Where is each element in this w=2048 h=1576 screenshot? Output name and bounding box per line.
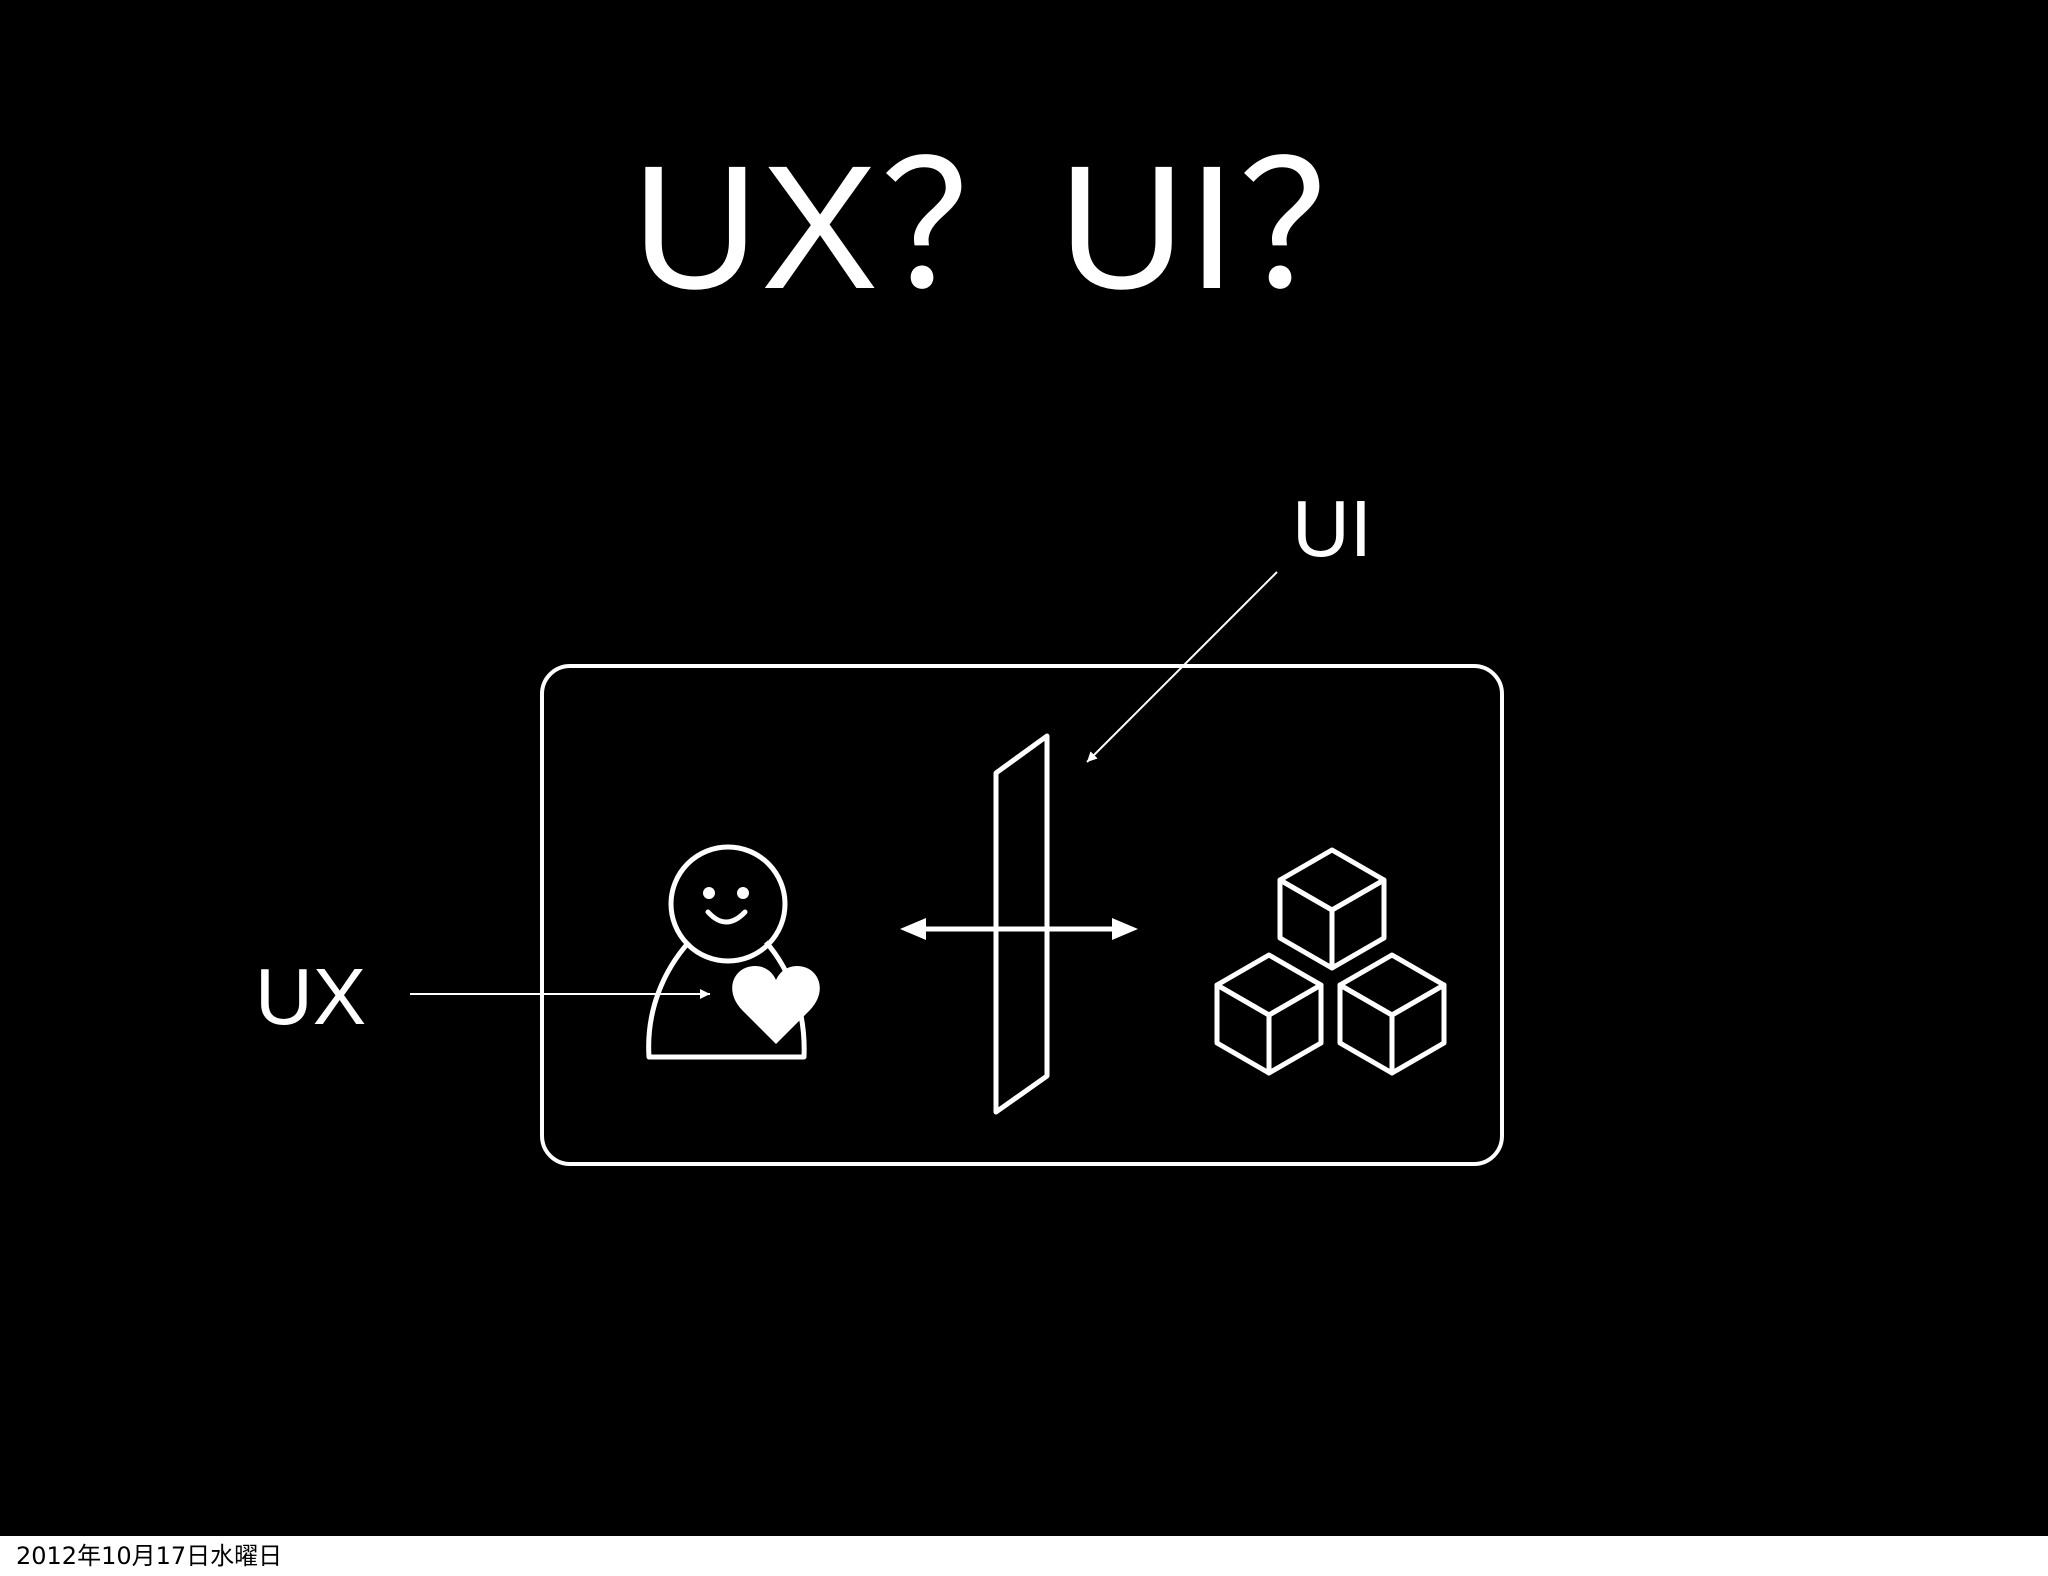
cube-right <box>1337 952 1447 1076</box>
cube-top <box>1277 847 1387 971</box>
double-arrow-icon <box>900 918 1138 940</box>
cubes-icon <box>1214 847 1447 1076</box>
system-frame <box>540 664 1504 1166</box>
ui-pointer-arrow <box>1086 571 1278 763</box>
ux-ui-diagram: UI UX <box>255 484 1504 1166</box>
slide: UX？UI？ <box>0 0 2048 1536</box>
interface-panel-icon <box>993 733 1050 1115</box>
slide-title: UX？UI？ <box>631 130 1417 326</box>
person-heart-icon <box>646 844 820 1060</box>
footer-bar: 2012年10月17日水曜日 <box>0 1536 2048 1576</box>
footer-date: 2012年10月17日水曜日 <box>16 1542 283 1570</box>
ux-label: UX <box>255 952 366 1041</box>
cube-left <box>1214 952 1324 1076</box>
ui-label: UI <box>1292 484 1372 573</box>
